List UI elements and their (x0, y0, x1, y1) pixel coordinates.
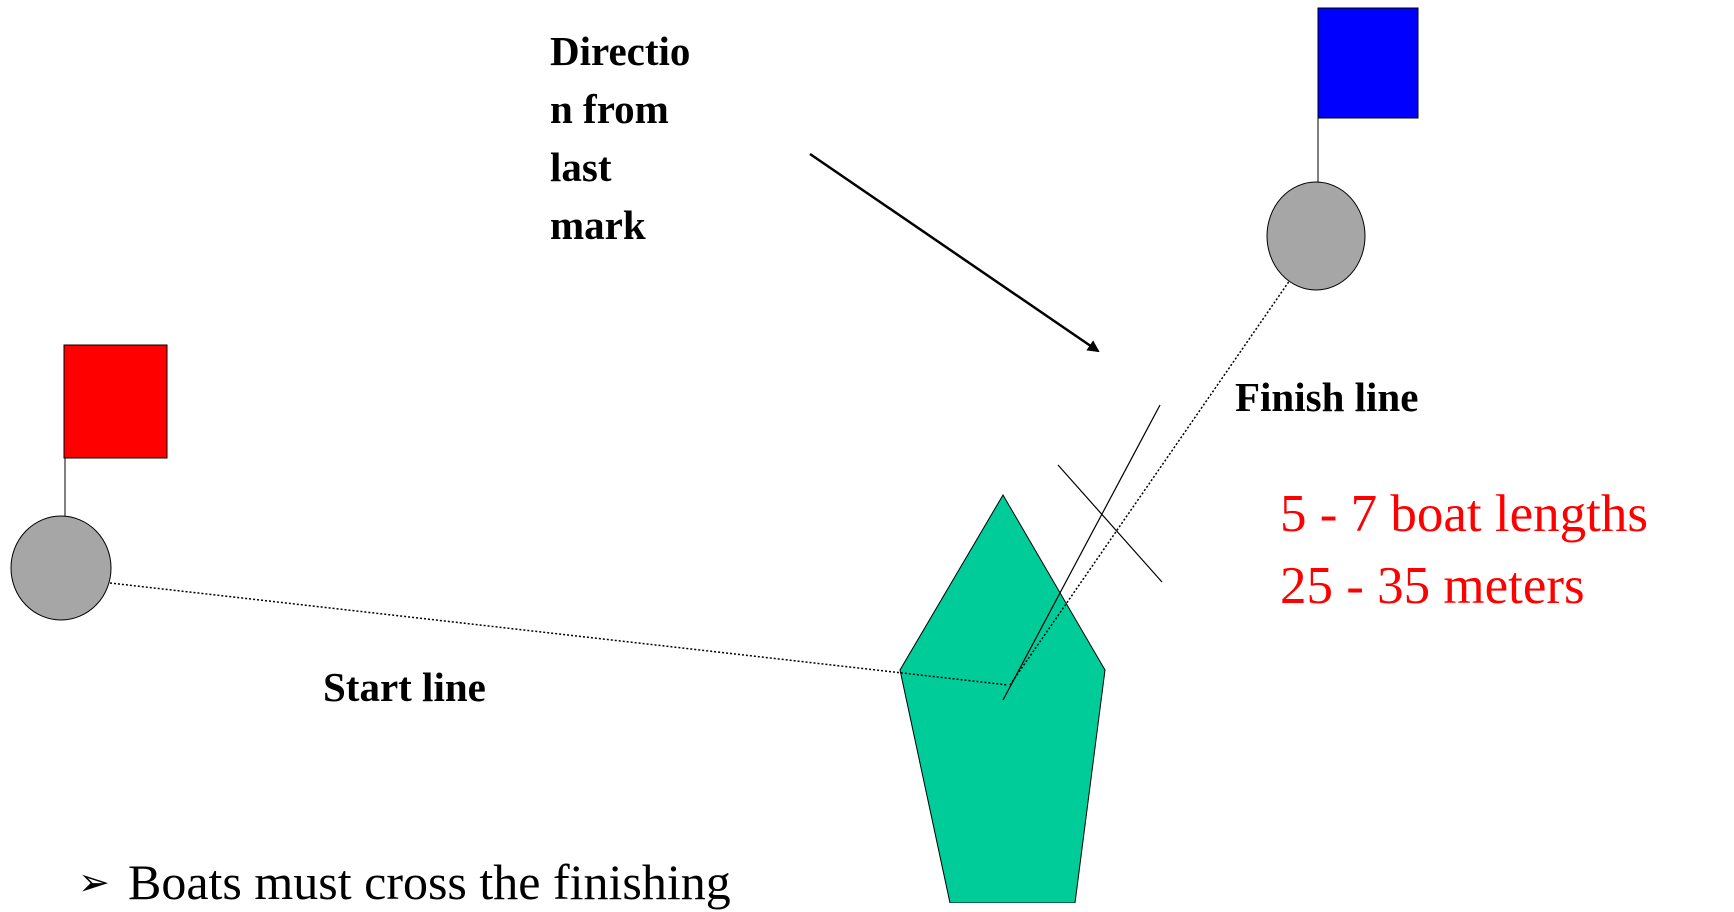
direction-label-line: mark (550, 202, 646, 248)
bullet-item: ➢ Boats must cross the finishing (78, 852, 731, 912)
distance-boat-lengths: 5 - 7 boat lengths (1280, 485, 1648, 543)
arrowhead-bullet-icon: ➢ (78, 860, 110, 904)
blue-flag-icon (1317, 7, 1419, 119)
bullet-text: Boats must cross the finishing (128, 854, 731, 910)
direction-label-line: Directio (550, 28, 691, 74)
start-line-label: Start line (323, 664, 486, 710)
finish-line (1009, 279, 1291, 686)
committee-boat (899, 494, 1106, 904)
finish-line-guide (1002, 404, 1161, 701)
direction-arrow (809, 152, 1100, 353)
right-buoy-icon (1266, 181, 1366, 291)
red-flag-icon (63, 344, 168, 459)
direction-label-line: n from (550, 86, 669, 132)
blue-flag-mark (1266, 7, 1419, 291)
distance-meters: 25 - 35 meters (1280, 557, 1585, 615)
finish-line-label: Finish line (1235, 374, 1419, 420)
start-line (109, 582, 1009, 686)
finish-line-cross-mark (1057, 464, 1163, 583)
direction-label-line: last (550, 144, 612, 190)
direction-from-last-mark-label: Directio n from last mark (550, 22, 740, 254)
left-buoy-icon (10, 515, 112, 621)
red-flag-mark (10, 344, 168, 621)
